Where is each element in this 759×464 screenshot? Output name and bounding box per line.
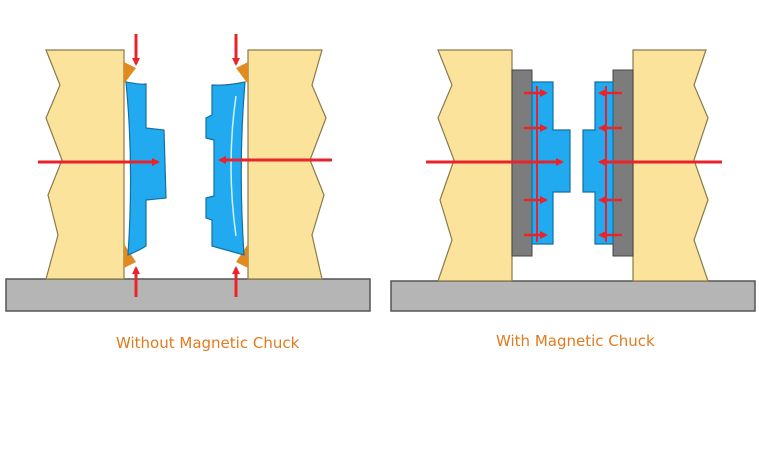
caption-with-chuck: With Magnetic Chuck	[496, 332, 655, 350]
caption-without-chuck: Without Magnetic Chuck	[116, 334, 300, 352]
left-platen	[45, 49, 125, 280]
diagram-with-chuck	[390, 49, 756, 312]
base-plate-right	[390, 280, 756, 312]
mold-warp-curve	[230, 95, 237, 237]
gap-wedge-right-bottom	[236, 244, 248, 268]
gap-wedge-left-top	[124, 62, 136, 84]
gap-wedge-left-bottom	[124, 244, 136, 268]
right-platen	[247, 49, 327, 280]
mold-half-left-warped	[125, 81, 167, 256]
base-plate-left	[5, 278, 371, 312]
right-platen-right-diagram	[632, 49, 709, 282]
gap-wedge-right-top	[236, 62, 248, 84]
mold-half-right-warped	[205, 81, 246, 256]
left-platen-right-diagram	[437, 49, 513, 282]
diagram-without-chuck	[5, 34, 371, 312]
